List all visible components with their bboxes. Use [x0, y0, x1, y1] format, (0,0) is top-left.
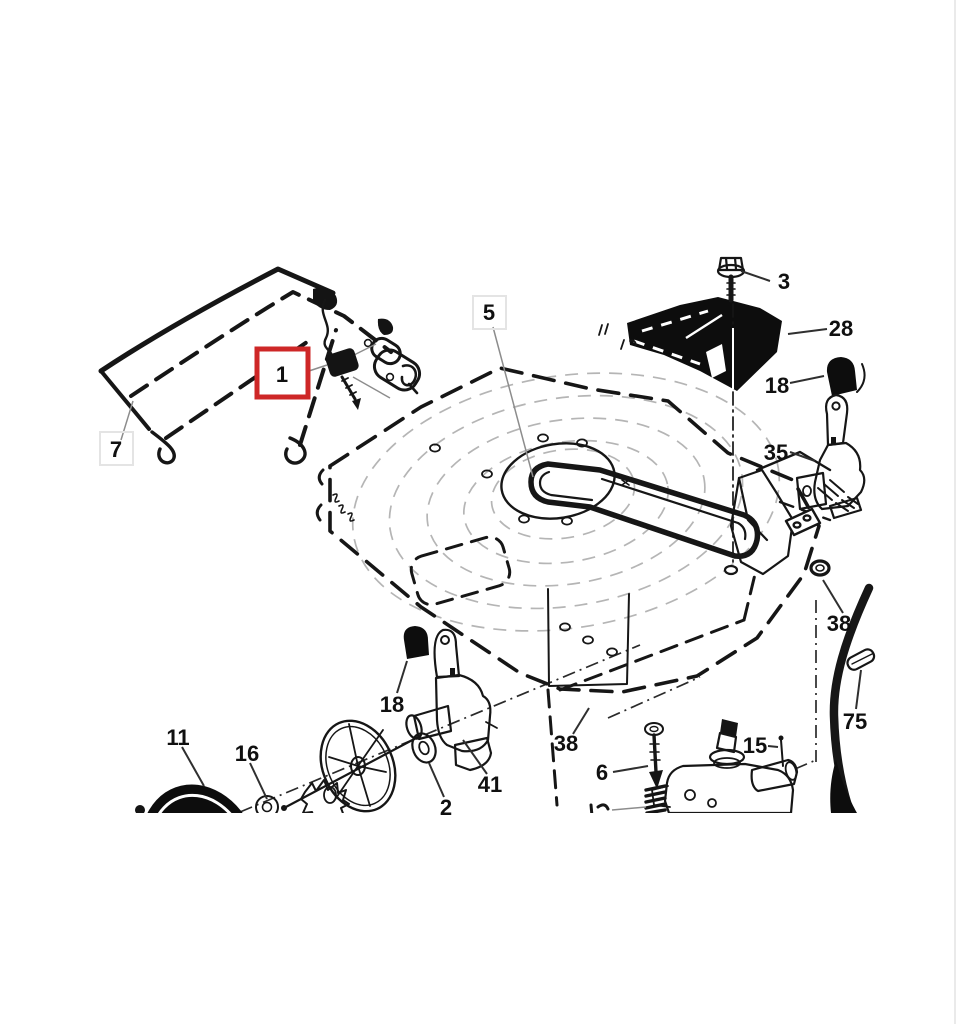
- gearbox: [651, 719, 799, 813]
- callout-35[interactable]: 35: [764, 440, 788, 465]
- callout-18-right[interactable]: 18: [765, 373, 789, 398]
- rear-wheel-arc: [829, 583, 874, 813]
- height-lever-part-35: [795, 393, 866, 520]
- handle-assembly: [98, 266, 422, 465]
- engine-cover-part-28: [598, 297, 782, 391]
- callout-16[interactable]: 16: [235, 741, 259, 766]
- pulley-wheel: [319, 719, 397, 813]
- leader-lines: [181, 270, 862, 800]
- washer-part-2: [411, 732, 437, 764]
- pin-part-75: [846, 648, 876, 671]
- callout-28[interactable]: 28: [829, 316, 853, 341]
- callout-3[interactable]: 3: [778, 269, 790, 294]
- callout-11[interactable]: 11: [166, 725, 189, 750]
- tire-part-11: [135, 784, 260, 813]
- cable-clamp: [313, 287, 338, 310]
- bolt-part-3: [716, 256, 746, 567]
- tube-clamp: [377, 318, 394, 335]
- callout-5-label[interactable]: 5: [483, 300, 495, 325]
- callout-41[interactable]: 41: [478, 772, 502, 797]
- cable-adjuster: [325, 348, 359, 377]
- callout-7-label[interactable]: 7: [110, 437, 122, 462]
- callout-1-label[interactable]: 1: [276, 362, 288, 387]
- callout-2[interactable]: 2: [440, 795, 452, 820]
- callout-75[interactable]: 75: [843, 709, 867, 734]
- bracket-part-41: [405, 628, 498, 772]
- mower-deck-outline: [315, 364, 821, 807]
- bevel-gear: [300, 779, 350, 813]
- callout-7-box: [99, 431, 134, 466]
- highlight-box[interactable]: [254, 346, 311, 400]
- grip-part-18-right: [826, 357, 866, 396]
- bolt-part-6: [644, 722, 664, 789]
- cutoff-callout: [589, 803, 647, 813]
- callout-7[interactable]: 7: [99, 431, 134, 466]
- grip-part-18-left: [403, 626, 429, 659]
- belt-keeper-bracket: [723, 468, 795, 576]
- callout-6[interactable]: 6: [596, 760, 608, 785]
- handle-grip-upper: [370, 336, 402, 366]
- nut-part-38-right: [809, 559, 831, 577]
- callout-1-highlighted[interactable]: 1: [254, 346, 311, 400]
- leader-lines-thin: [120, 326, 534, 478]
- callout-5-box: [472, 295, 507, 330]
- drive-belt: [528, 461, 761, 559]
- callout-38-mid[interactable]: 38: [554, 731, 578, 756]
- callout-15[interactable]: 15: [743, 733, 767, 758]
- cable-assembly-part-1: [321, 298, 391, 410]
- axis-center-lines: [239, 600, 817, 813]
- deck-rear-corner: [755, 450, 832, 537]
- handle-grip-lower: [372, 348, 422, 392]
- pin-part-15: [780, 739, 784, 767]
- callout-18-left[interactable]: 18: [380, 692, 404, 717]
- washer-part-16: [255, 795, 279, 813]
- callout-5[interactable]: 5: [472, 295, 507, 330]
- callout-38-right[interactable]: 38: [827, 611, 851, 636]
